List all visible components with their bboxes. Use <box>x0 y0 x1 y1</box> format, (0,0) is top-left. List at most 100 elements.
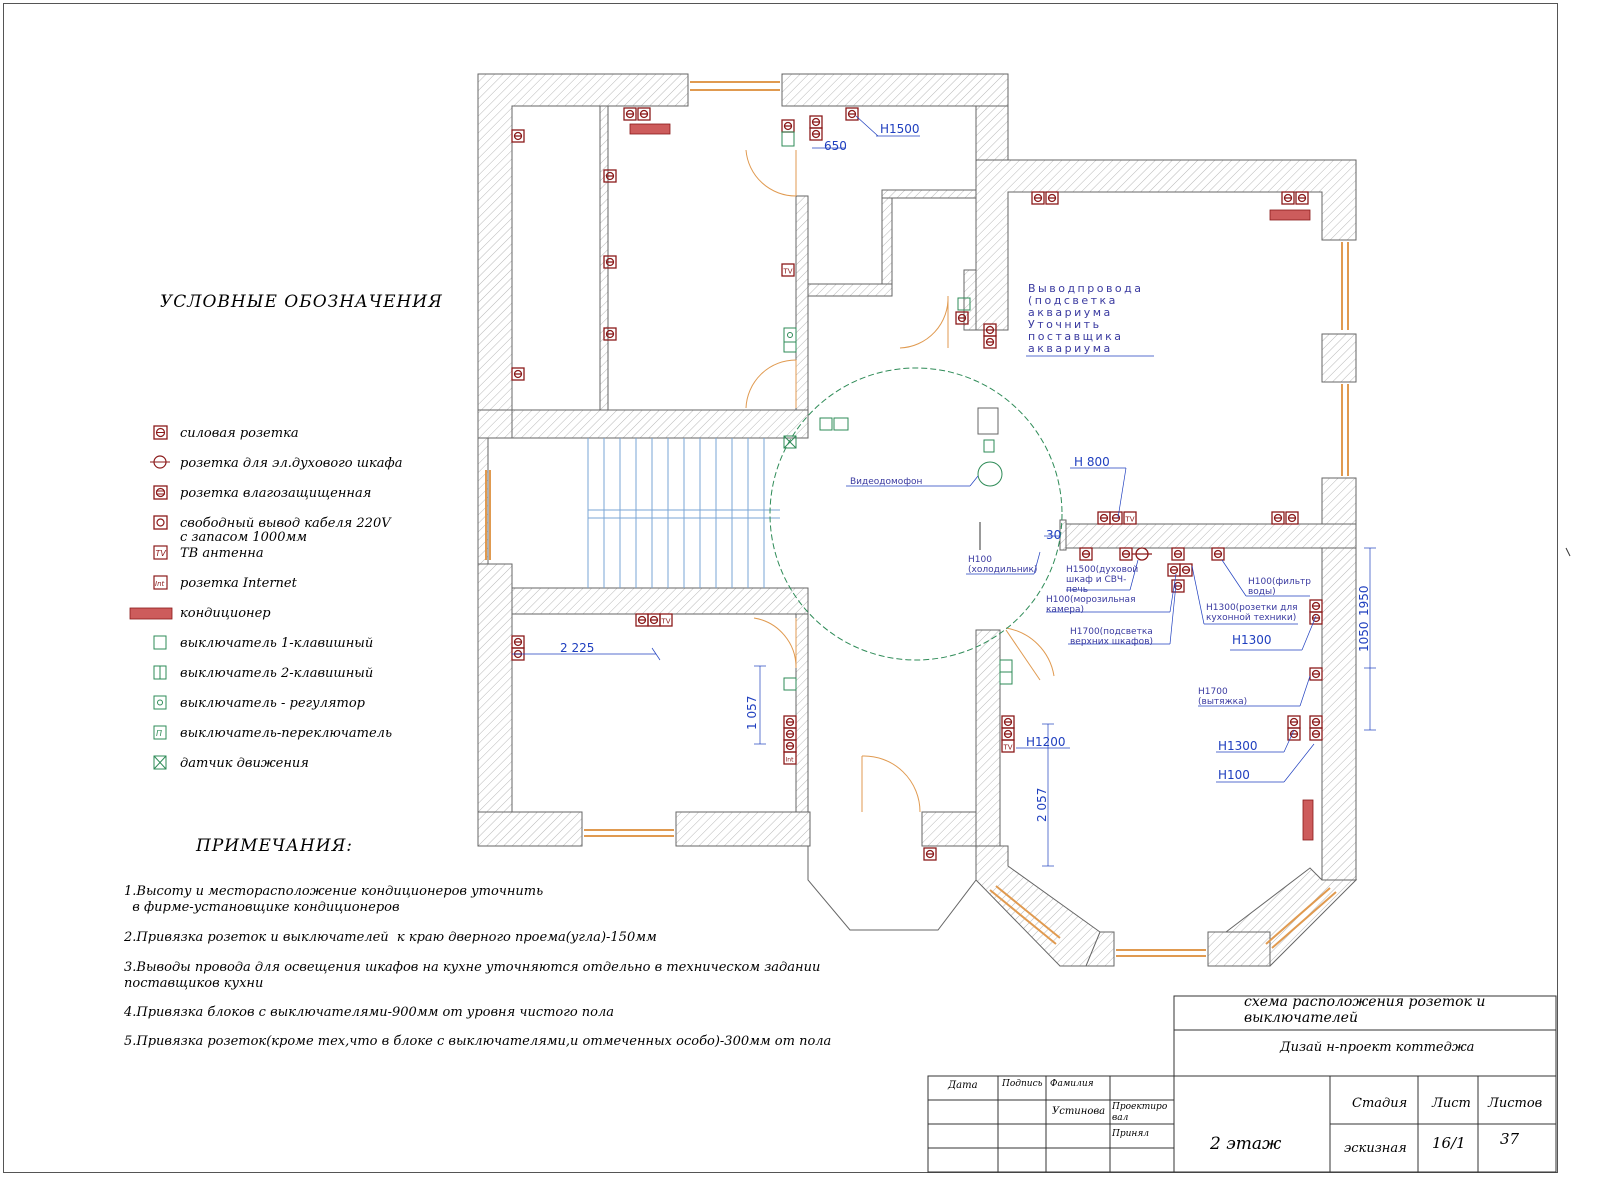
svg-text:TV: TV <box>1003 744 1013 752</box>
dim-2225: 2 225 <box>560 641 594 655</box>
filter-line-1: Н100(фильтр <box>1248 577 1311 587</box>
aquarium-line-5: поставщика <box>1028 330 1124 343</box>
power-socket-icon <box>1309 611 1323 625</box>
internet-socket-icon: Int <box>128 574 178 596</box>
power-socket-icon <box>1295 191 1309 205</box>
doors <box>745 149 1055 813</box>
label-h1300-b: Н1300 <box>1218 739 1258 753</box>
power-socket-icon <box>1171 579 1185 593</box>
svg-text:Int: Int <box>786 757 795 764</box>
switches <box>781 131 1013 691</box>
power-socket-icon <box>1309 667 1323 681</box>
role-designed: Проектиро вал <box>1112 1102 1168 1123</box>
tv-antenna-icon: TV <box>659 613 673 627</box>
freezer-line-1: Н100(морозильная <box>1046 595 1135 605</box>
designer-name: Устинова <box>1052 1106 1106 1117</box>
note-5: 5.Привязка розеток(кроме тех,что в блоке… <box>124 1034 832 1049</box>
svg-text:П: П <box>156 729 162 738</box>
cable-outlet-icon <box>128 514 178 536</box>
tv-antenna-icon: TV <box>1123 511 1137 525</box>
aquarium-line-1: Выводпровода <box>1028 282 1144 295</box>
power-socket-icon <box>1109 511 1123 525</box>
label-intercom: Видеодомофон <box>850 477 923 487</box>
svg-text:TV: TV <box>661 618 671 626</box>
col-date: Дата <box>948 1080 978 1091</box>
legend-label: силовая розетка <box>180 426 299 441</box>
drawing-title: схема расположения розеток и выключателе… <box>1244 994 1486 1026</box>
intercom <box>977 407 1003 487</box>
dim-1050: 1050 <box>1357 621 1371 652</box>
waterproof-socket-icon <box>128 484 178 506</box>
air-conditioner-icon <box>128 604 178 626</box>
legend-label: розетка для эл.духового шкафа <box>180 456 403 471</box>
floor-label: 2 этаж <box>1210 1134 1282 1154</box>
power-socket-icon <box>955 311 969 325</box>
col-sign: Подпись <box>1002 1079 1043 1089</box>
power-socket-icon <box>128 424 178 446</box>
power-socket-icon <box>511 367 525 381</box>
power-socket-icon <box>1285 511 1299 525</box>
note-4: 4.Привязка блоков с выключателями-900мм … <box>124 1005 615 1020</box>
dim-650: 650 <box>824 139 847 153</box>
svg-text:TV: TV <box>783 268 793 276</box>
legend-label: розетка Internet <box>180 576 297 591</box>
stage-label: Стадия <box>1352 1096 1408 1111</box>
power-socket-icon <box>1045 191 1059 205</box>
switch-2-icon <box>128 664 178 686</box>
tv-antenna-icon: TV <box>1001 739 1015 753</box>
aquarium-line-4: Уточнить <box>1028 318 1102 331</box>
leaders <box>846 115 1317 783</box>
switch-1-icon <box>128 634 178 656</box>
kitchen-sockets-line-1: Н1300(розетки для <box>1206 603 1298 613</box>
notes-title: ПРИМЕЧАНИЯ: <box>196 836 354 856</box>
dim-2057: 2 057 <box>1035 788 1049 822</box>
label-h1500-top: Н1500 <box>880 122 920 136</box>
upper-light-line-1: Н1700(подсветка <box>1070 627 1153 637</box>
note-2: 2.Привязка розеток и выключателей к краю… <box>124 930 657 945</box>
oven-socket-icon <box>1132 547 1152 561</box>
dim-1950: 1950 <box>1357 585 1371 616</box>
dimmer-icon <box>128 694 178 716</box>
aquarium-line-2: (подсветка <box>1028 294 1118 307</box>
hood-line-1: Н1700 <box>1198 687 1228 697</box>
power-socket-icon <box>1079 547 1093 561</box>
kitchen-sockets-line-2: кухонной техники) <box>1206 613 1296 623</box>
legend-label: выключатель-переключатель <box>180 726 393 741</box>
power-socket-icon <box>1271 511 1285 525</box>
power-socket-icon <box>1031 191 1045 205</box>
fridge-line-1: Н100 <box>968 555 992 565</box>
power-socket-icon <box>983 335 997 349</box>
round-hall <box>769 367 1063 661</box>
filter-line-2: воды) <box>1248 587 1276 597</box>
label-h1200: Н1200 <box>1026 735 1066 749</box>
power-socket-icon <box>809 127 823 141</box>
power-socket-icon <box>923 847 937 861</box>
label-h100: Н100 <box>1218 768 1250 782</box>
role-accepted: Принял <box>1112 1129 1150 1139</box>
oven-line-1: Н1500(духовой <box>1066 565 1138 575</box>
internet-socket-icon: Int <box>783 751 797 765</box>
power-socket-icon <box>637 107 651 121</box>
sheets-label: Листов <box>1488 1096 1543 1111</box>
legend-label: выключатель 1-клавишный <box>180 636 374 651</box>
tv-antenna-icon: TV <box>781 263 795 277</box>
oven-socket-icon <box>128 454 178 476</box>
tv-antenna-icon: TV <box>128 544 178 566</box>
power-socket-icon <box>603 327 617 341</box>
power-socket-icon <box>603 169 617 183</box>
label-h800: Н 800 <box>1074 455 1110 469</box>
power-socket-icon <box>623 107 637 121</box>
toggle-switch-icon: П <box>128 724 178 746</box>
dim-30: 30 <box>1046 528 1061 542</box>
sheet-border <box>3 3 1558 1173</box>
project-name: Дизай н-проект коттеджа <box>1280 1040 1475 1055</box>
dimension-lines <box>512 147 1376 867</box>
windows <box>485 81 1349 957</box>
legend-label: выключатель - регулятор <box>180 696 365 711</box>
power-socket-icon <box>1211 547 1225 561</box>
legend-label: выключатель 2-клавишный <box>180 666 374 681</box>
power-socket-icon <box>1179 563 1193 577</box>
label-h1300-a: Н1300 <box>1232 633 1272 647</box>
